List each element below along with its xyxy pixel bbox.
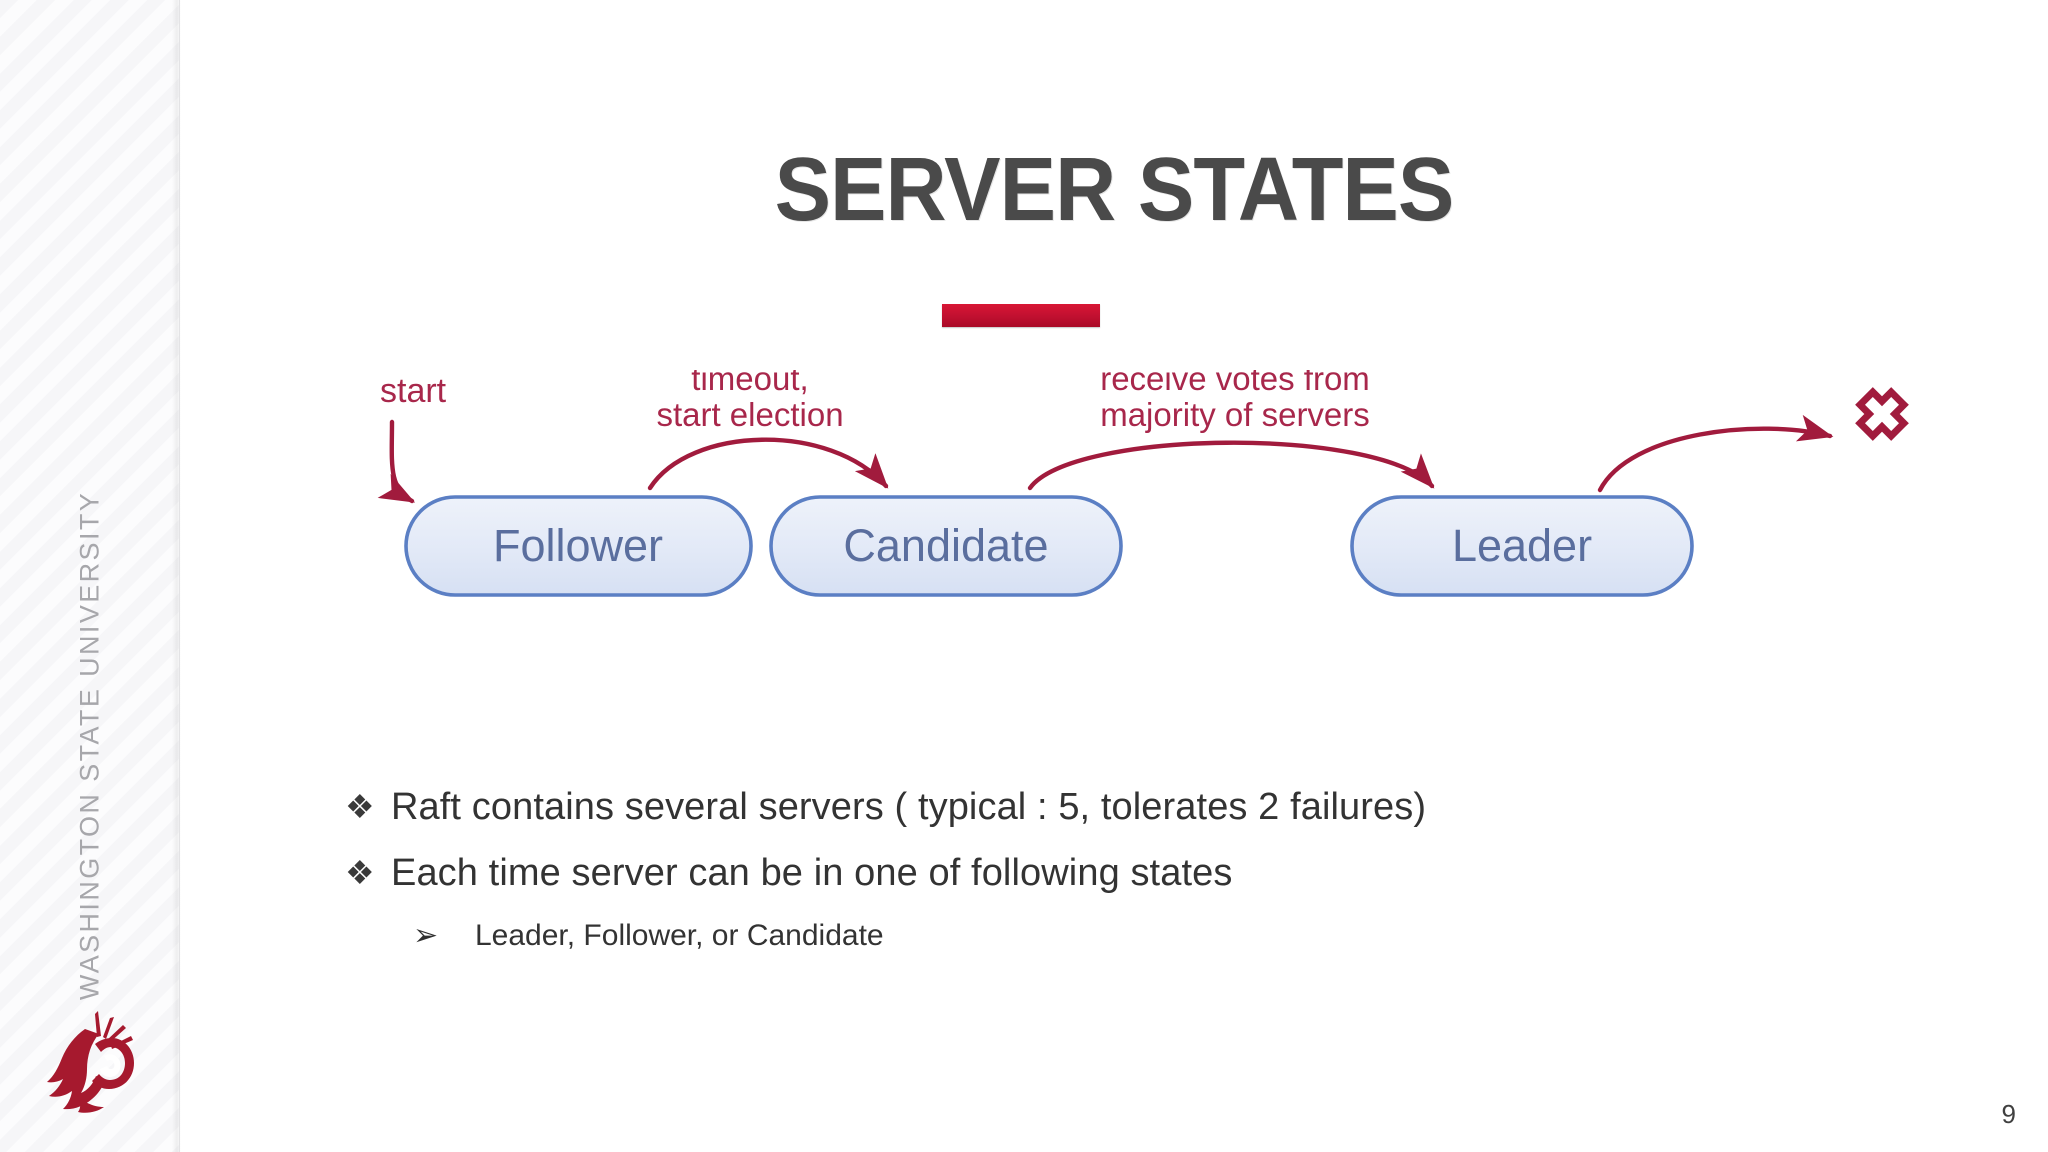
bullet-text: Raft contains several servers ( typical … bbox=[391, 786, 1427, 828]
arrow-bullet-icon: ➢ bbox=[413, 919, 439, 952]
sidebar-edge-shadow bbox=[172, 0, 181, 1152]
state-node-follower-label: Follower bbox=[493, 520, 663, 571]
state-node-candidate: Candidate bbox=[769, 495, 1123, 597]
bullet-list: ❖ Raft contains several servers ( typica… bbox=[345, 785, 1905, 955]
state-node-follower: Follower bbox=[404, 495, 753, 597]
institution-name: WASHINGTON STATE UNIVERSITY bbox=[74, 490, 105, 1001]
arrow-candidate-to-leader bbox=[1027, 440, 1435, 491]
raft-server-states-diagram: start timeout, start election receive vo… bbox=[330, 370, 1950, 740]
title-accent-bar bbox=[942, 304, 1100, 327]
page-number: 9 bbox=[2001, 1099, 2016, 1129]
transition-label-1-line2: start election bbox=[656, 396, 843, 433]
transition-label-1-line1: timeout, bbox=[691, 370, 808, 397]
state-node-leader-label: Leader bbox=[1452, 520, 1592, 571]
wsu-cougar-logo bbox=[38, 1006, 144, 1124]
arrow-start-to-follower bbox=[377, 419, 416, 504]
list-item: ❖ Raft contains several servers ( typica… bbox=[345, 785, 1905, 829]
x-cross-icon bbox=[1855, 387, 1909, 441]
arrow-leader-to-fail bbox=[1597, 414, 1834, 493]
transition-label-2-line1: receive votes from bbox=[1100, 370, 1370, 397]
state-node-candidate-label: Candidate bbox=[843, 520, 1048, 571]
page-title: SERVER STATES bbox=[774, 140, 1455, 240]
sub-list-item: ➢ Leader, Follower, or Candidate bbox=[413, 917, 1905, 955]
list-item: ❖ Each time server can be in one of foll… bbox=[345, 851, 1905, 895]
state-node-leader: Leader bbox=[1350, 495, 1694, 597]
bullet-text: Each time server can be in one of follow… bbox=[391, 852, 1233, 894]
transition-label-2-line2: majority of servers bbox=[1100, 396, 1370, 433]
diagram-start-label: start bbox=[380, 372, 447, 410]
diamond-bullet-icon: ❖ bbox=[345, 854, 375, 891]
branding-sidebar: WASHINGTON STATE UNIVERSITY bbox=[0, 0, 180, 1152]
sidebar-divider bbox=[179, 0, 180, 1152]
sub-bullet-text: Leader, Follower, or Candidate bbox=[475, 919, 884, 952]
arrow-follower-to-candidate bbox=[647, 437, 889, 491]
diamond-bullet-icon: ❖ bbox=[345, 788, 375, 825]
